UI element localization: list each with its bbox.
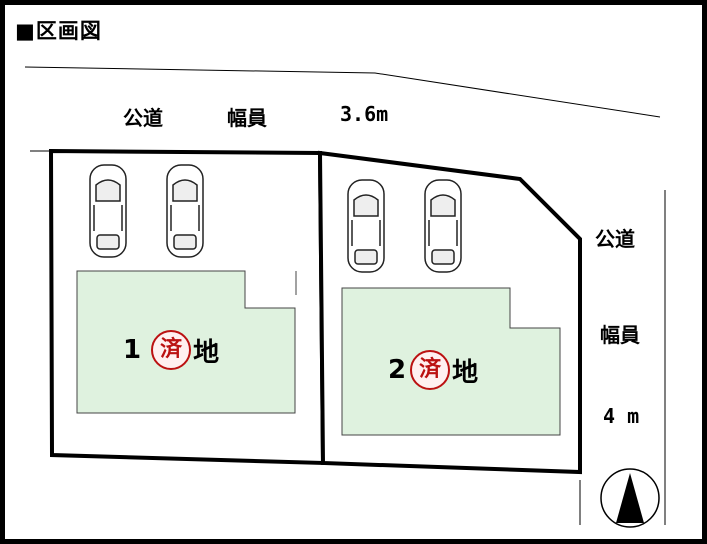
lot-1-status-seal: 済 bbox=[151, 330, 192, 370]
plot-diagram bbox=[24, 66, 666, 528]
lot-1-label: 1 済 地 bbox=[123, 330, 219, 370]
lot-2-building bbox=[341, 287, 561, 436]
road-top-edge bbox=[24, 66, 661, 118]
lot-2-suffix: 地 bbox=[452, 357, 479, 388]
lot-1-suffix: 地 bbox=[193, 337, 220, 368]
lot-2-number: 2 bbox=[388, 355, 407, 385]
lot-2-label: 2 済 地 bbox=[388, 350, 478, 390]
road-right-width-value: 4 m bbox=[603, 404, 640, 428]
north-arrow-icon bbox=[600, 468, 660, 528]
lot-2-status-seal: 済 bbox=[410, 350, 451, 390]
road-top-width-label: 幅員 bbox=[227, 106, 267, 130]
lot-1-number: 1 bbox=[123, 335, 142, 365]
road-right-name: 公道 bbox=[595, 227, 635, 251]
page-title: ■区画図 bbox=[15, 19, 102, 43]
road-top-name: 公道 bbox=[123, 106, 163, 130]
road-right-width-label: 幅員 bbox=[600, 323, 640, 347]
car-icon bbox=[89, 164, 462, 273]
site-plan: ■区画図 bbox=[5, 5, 702, 539]
road-top-width-value: 3.6m bbox=[340, 102, 389, 126]
